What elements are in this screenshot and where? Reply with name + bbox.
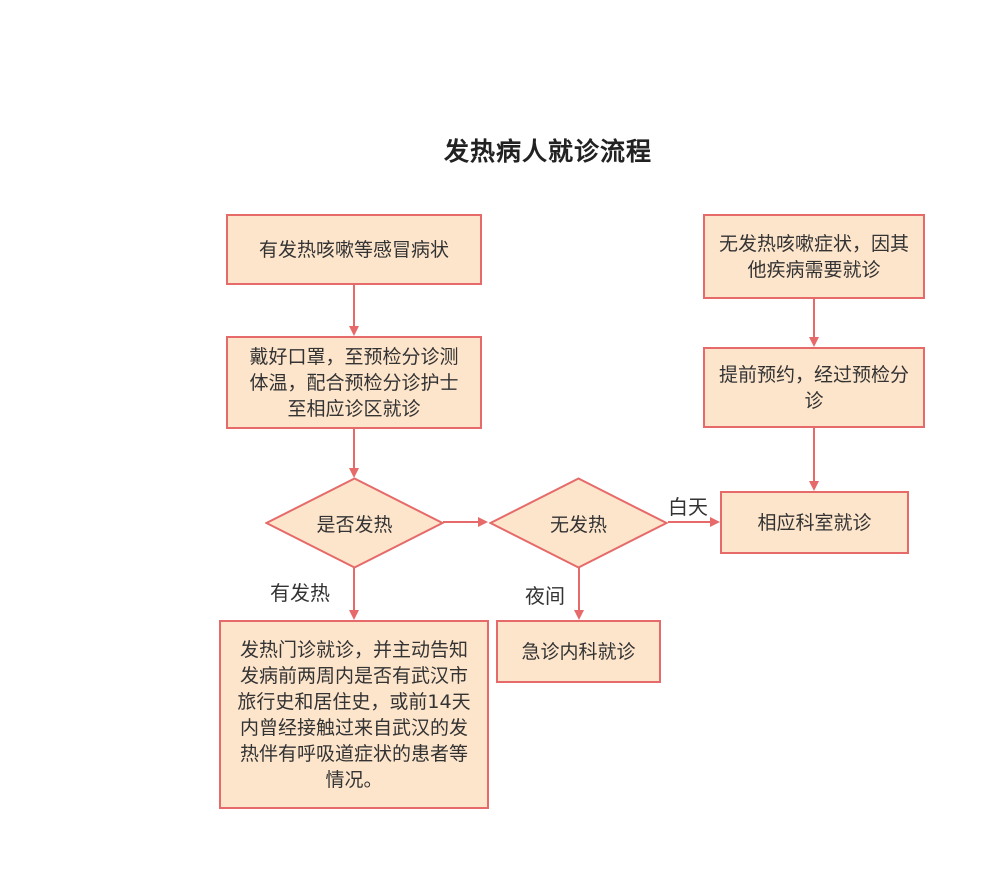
node-is-fever-shape bbox=[265, 477, 444, 569]
node-no-fever: 无发热 bbox=[489, 477, 668, 569]
node-department: 相应科室就诊 bbox=[720, 491, 909, 554]
edge-label-day: 白天 bbox=[668, 495, 708, 519]
node-is-fever-label: 是否发热 bbox=[316, 513, 393, 536]
page-title: 发热病人就诊流程 bbox=[443, 137, 652, 166]
node-mask-label: 戴好口罩，至预检分诊测体温，配合预检分诊护士至相应诊区就诊 bbox=[249, 345, 459, 420]
node-symptoms-label: 有发热咳嗽等感冒病状 bbox=[258, 238, 449, 261]
node-emergency-label: 急诊内科就诊 bbox=[521, 640, 636, 663]
edge-label-night: 夜间 bbox=[525, 584, 565, 608]
node-no-fever-label: 无发热 bbox=[549, 513, 607, 536]
node-fever-clinic-label: 发热门诊就诊，并主动告知发病前两周内是否有武汉市旅行史和居住史，或前14天内曾经… bbox=[237, 638, 471, 791]
node-no-fever-shape bbox=[489, 477, 668, 569]
node-department-label: 相应科室就诊 bbox=[757, 511, 872, 534]
edge-label-has-fever: 有发热 bbox=[270, 581, 330, 605]
node-fever-clinic: 发热门诊就诊，并主动告知发病前两周内是否有武汉市旅行史和居住史，或前14天内曾经… bbox=[219, 620, 489, 809]
node-appointment: 提前预约，经过预检分诊 bbox=[703, 347, 925, 428]
node-symptoms: 有发热咳嗽等感冒病状 bbox=[226, 214, 482, 285]
node-no-symptoms-label: 无发热咳嗽症状，因其他疾病需要就诊 bbox=[718, 232, 909, 281]
node-mask: 戴好口罩，至预检分诊测体温，配合预检分诊护士至相应诊区就诊 bbox=[226, 336, 482, 429]
node-appointment-label: 提前预约，经过预检分诊 bbox=[718, 363, 909, 412]
node-emergency: 急诊内科就诊 bbox=[496, 620, 661, 683]
node-is-fever: 是否发热 bbox=[265, 477, 444, 569]
node-no-symptoms: 无发热咳嗽症状，因其他疾病需要就诊 bbox=[703, 214, 925, 299]
